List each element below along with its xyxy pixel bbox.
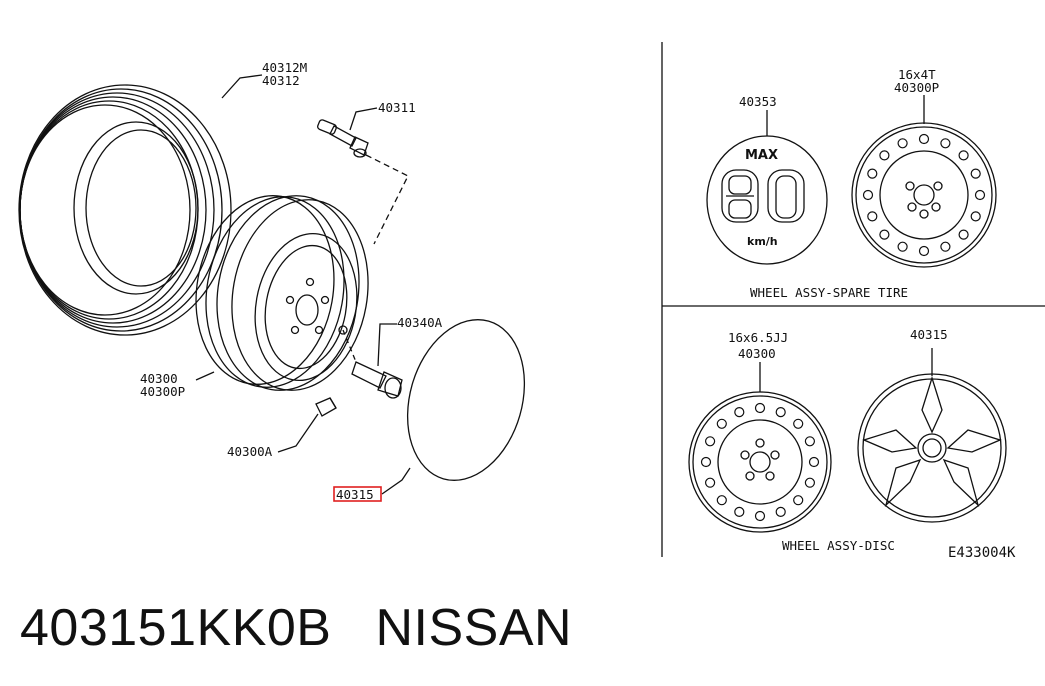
vent-hole <box>734 407 745 418</box>
part-number: 403151KK0B <box>20 599 332 657</box>
vent-hole <box>897 138 908 149</box>
tire-drawing <box>18 84 232 336</box>
steel-wheel-drawing <box>195 195 369 391</box>
vent-hole <box>808 456 820 468</box>
wheel-nut-drawing <box>342 329 403 399</box>
vent-hole <box>879 150 890 161</box>
disc-wheel-drawing <box>688 362 832 533</box>
badge-unit-text: km/h <box>747 235 778 248</box>
label-cap-highlighted: 40315 <box>336 487 374 502</box>
vent-hole <box>879 229 890 240</box>
label-disc-wheel: 40300 <box>738 346 776 361</box>
vent-hole <box>867 211 878 222</box>
label-nut: 40340A <box>397 315 443 330</box>
label-weight: 40300A <box>227 444 273 459</box>
vent-hole <box>704 477 716 488</box>
vent-hole <box>754 402 766 414</box>
vent-hole <box>804 477 816 488</box>
label-disc-size: 16x6.5JJ <box>728 330 788 345</box>
brand-name: NISSAN <box>375 599 573 657</box>
vent-hole <box>704 436 716 447</box>
vent-hole <box>700 456 712 468</box>
vent-hole <box>862 189 874 201</box>
part-caption: 403151KK0B NISSAN <box>20 598 572 658</box>
center-cap-drawing <box>406 319 526 481</box>
vent-hole <box>716 495 727 506</box>
highlight-box <box>333 486 382 502</box>
vent-hole <box>897 241 908 252</box>
vent-hole <box>958 229 969 240</box>
label-valve: 40311 <box>378 100 416 115</box>
vent-hole <box>734 506 745 517</box>
spare-wheel-drawing <box>851 95 997 268</box>
label-wheel-code-2: 40300P <box>140 384 185 399</box>
label-wheel-code-1: 40300 <box>140 371 178 386</box>
vent-hole <box>918 133 930 145</box>
diagram-svg: 40312M 40312 40311 40340A 40300 40300P 4… <box>18 42 1045 561</box>
vent-hole <box>775 506 786 517</box>
vent-hole <box>754 510 766 522</box>
disc-section-title: WHEEL ASSY-DISC <box>782 538 895 553</box>
vent-hole <box>793 495 804 506</box>
vent-hole <box>804 436 816 447</box>
vent-hole <box>970 211 981 222</box>
label-tire-code-2: 40312 <box>262 73 300 88</box>
speed-badge-drawing <box>706 110 828 265</box>
vent-hole <box>970 168 981 179</box>
label-spare-badge: 40353 <box>739 94 777 109</box>
label-spare-size: 16x4T <box>898 67 936 82</box>
vent-hole <box>958 150 969 161</box>
label-tire-code-1: 40312M <box>262 60 307 75</box>
vent-hole <box>974 189 986 201</box>
spare-section-title: WHEEL ASSY-SPARE TIRE <box>750 285 908 300</box>
spare-wheel-holes <box>862 133 986 257</box>
vent-hole <box>793 418 804 429</box>
parts-diagram: 40312M 40312 40311 40340A 40300 40300P 4… <box>18 42 1045 561</box>
vent-hole <box>940 138 951 149</box>
badge-max-text: MAX <box>745 148 778 163</box>
vent-hole <box>867 168 878 179</box>
figure-code: E433004K <box>948 545 1016 561</box>
label-hubcap: 40315 <box>910 327 948 342</box>
valve-drawing <box>317 119 409 245</box>
vent-hole <box>940 241 951 252</box>
vent-hole <box>918 245 930 257</box>
balance-weight-drawing <box>315 397 337 417</box>
vent-hole <box>775 407 786 418</box>
disc-wheel-holes <box>700 402 820 522</box>
hubcap-drawing <box>857 348 1007 523</box>
vent-hole <box>716 418 727 429</box>
label-spare-wheel: 40300P <box>894 80 939 95</box>
